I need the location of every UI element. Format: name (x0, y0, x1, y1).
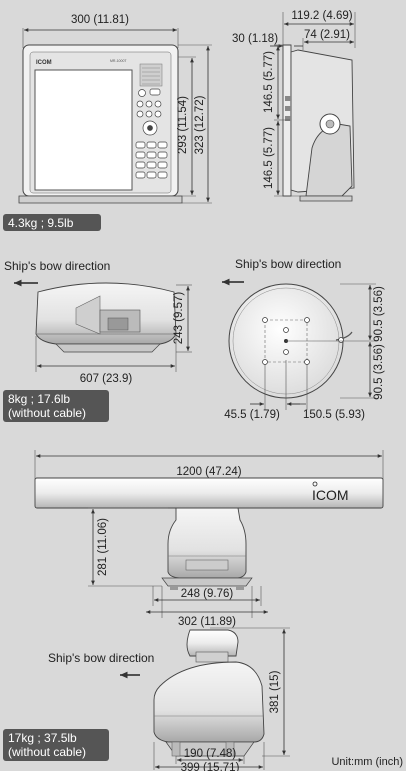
radome-hole-left-label: 45.5 (1.79) (224, 409, 280, 421)
svg-text:17kg ; 37.5lb: 17kg ; 37.5lb (8, 731, 77, 745)
radome-top-view: Ship's bow direction 90.5 (3.56) 90.5 (3… (222, 257, 385, 421)
display-depth-body-label: 74 (2.91) (304, 29, 350, 41)
display-brand-logo: ICOM (36, 60, 52, 66)
radome-width-label: 607 (23.9) (80, 373, 133, 385)
display-weight-badge: 4.3kg ; 9.5lb (3, 214, 101, 231)
radome-offset-top-label: 90.5 (3.56) (373, 286, 385, 342)
display-height-inner-label: 293 (11.54) (177, 96, 189, 154)
display-front-view: 300 (11.81) ICOM MR-1000T (18, 14, 212, 204)
array-length-label: 1200 (47.24) (176, 466, 241, 478)
radome-bow-label-top: Ship's bow direction (235, 257, 341, 271)
radome-offset-bottom-label: 90.5 (3.56) (373, 344, 385, 400)
pedestal-weight-badge: 17kg ; 37.5lb (without cable) (3, 729, 109, 761)
display-lower-height-label: 146.5 (5.77) (263, 127, 275, 189)
display-width-label: 300 (11.81) (71, 14, 129, 26)
radome-bow-label: Ship's bow direction (4, 259, 110, 273)
pedestal-side-view: Ship's bow direction 381 (15) 190 (7.48)… (48, 627, 290, 771)
array-base-inner-label: 248 (9.76) (181, 588, 234, 600)
array-height-label: 281 (11.06) (97, 518, 109, 576)
svg-text:8kg ; 17.6lb: 8kg ; 17.6lb (8, 392, 70, 406)
display-front-thickness-label: 30 (1.18) (232, 33, 278, 45)
display-side-view: 119.2 (4.69) 74 (2.91) 30 (1.18) 146.5 (… (232, 10, 356, 202)
array-base-outer-label: 302 (11.89) (178, 616, 236, 628)
pedestal-bow-label: Ship's bow direction (48, 651, 154, 665)
radome-height-label: 243 (9.57) (173, 292, 185, 345)
display-model-label: MR-1000T (110, 59, 127, 63)
pedestal-height-label: 381 (15) (269, 670, 281, 713)
svg-text:4.3kg ; 9.5lb: 4.3kg ; 9.5lb (8, 216, 74, 230)
radome-weight-badge: 8kg ; 17.6lb (without cable) (3, 390, 109, 422)
unit-note: Unit:mm (inch) (331, 756, 403, 768)
control-keypad (135, 88, 168, 179)
display-height-total-label: 323 (12.72) (194, 95, 206, 154)
speaker-grille (139, 63, 163, 87)
open-array-view: 1200 (47.24) ICOM 281 (11.06) 248 (9.76)… (34, 450, 384, 628)
display-screen (34, 69, 133, 191)
pedestal-base-outer-label: 399 (15.71) (181, 762, 240, 771)
radome-side-view: Ship's bow direction 243 (9.57) 607 (23.… (4, 259, 192, 385)
display-upper-height-label: 146.5 (5.77) (263, 51, 275, 113)
svg-text:(without cable): (without cable) (8, 745, 86, 759)
array-brand-logo: ICOM (312, 487, 349, 503)
radome-hole-spacing-label: 150.5 (5.93) (303, 409, 365, 421)
svg-text:(without cable): (without cable) (8, 406, 86, 420)
pedestal-base-inner-label: 190 (7.48) (184, 748, 237, 760)
display-depth-total-label: 119.2 (4.69) (291, 10, 352, 22)
